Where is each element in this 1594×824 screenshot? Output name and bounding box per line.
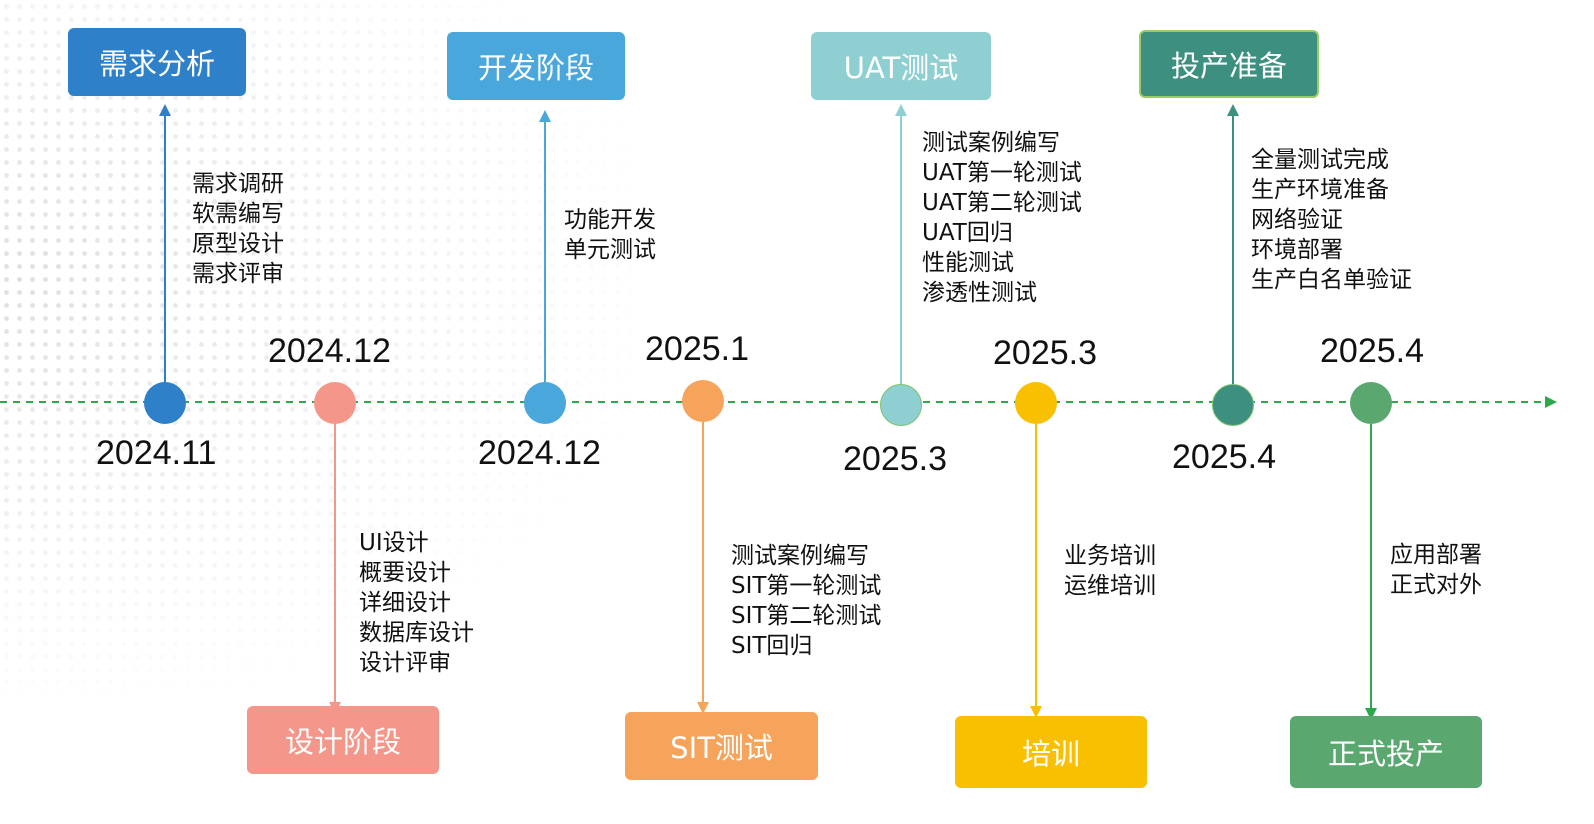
stage-box-req: 需求分析: [68, 28, 246, 96]
task-item: 测试案例编写: [922, 130, 1060, 156]
stage-box-design: 设计阶段: [247, 706, 439, 774]
task-list-req: 需求调研 软需编写 原型设计 需求评审: [192, 169, 284, 289]
task-item: SIT第一轮测试: [731, 573, 882, 599]
arrowhead-prep: [1227, 104, 1239, 116]
stage-box-uat: UAT测试: [811, 32, 991, 100]
task-item: 设计评审: [359, 650, 451, 676]
date-label-train: 2025.3: [993, 334, 1097, 372]
arrowhead-launch: [1365, 708, 1377, 720]
task-item: 软需编写: [192, 201, 284, 227]
task-list-uat: 测试案例编写 UAT第一轮测试 UAT第二轮测试 UAT回归 性能测试 渗透性测…: [922, 128, 1082, 308]
task-item: 全量测试完成: [1251, 147, 1389, 173]
date-label-design: 2024.12: [268, 332, 391, 370]
milestone-dot-prep: [1212, 384, 1254, 426]
stage-box-dev: 开发阶段: [447, 32, 625, 100]
task-item: 性能测试: [922, 250, 1014, 276]
task-item: 原型设计: [192, 231, 284, 257]
task-item: 生产环境准备: [1251, 177, 1389, 203]
date-label-req: 2024.11: [96, 434, 217, 472]
date-label-uat: 2025.3: [843, 440, 947, 478]
task-item: 详细设计: [359, 590, 451, 616]
task-item: UI设计: [359, 530, 429, 556]
task-item: SIT回归: [731, 633, 813, 659]
task-list-sit: 测试案例编写 SIT第一轮测试 SIT第二轮测试 SIT回归: [731, 541, 881, 661]
arrowhead-sit: [697, 702, 709, 714]
task-item: 应用部署: [1390, 542, 1482, 568]
task-list-dev: 功能开发 单元测试: [564, 205, 656, 265]
arrowhead-req: [159, 104, 171, 116]
date-label-launch: 2025.4: [1320, 332, 1424, 370]
task-item: 需求调研: [192, 171, 284, 197]
task-item: SIT第二轮测试: [731, 603, 882, 629]
task-list-launch: 应用部署 正式对外: [1390, 540, 1482, 600]
date-label-sit: 2025.1: [645, 330, 749, 368]
task-item: 渗透性测试: [922, 280, 1037, 306]
task-item: 测试案例编写: [731, 543, 869, 569]
milestone-dot-req: [144, 382, 186, 424]
milestone-dot-uat: [880, 384, 922, 426]
task-item: UAT第一轮测试: [922, 160, 1082, 186]
task-item: 正式对外: [1390, 572, 1482, 598]
task-item: 功能开发: [564, 207, 656, 233]
task-item: 单元测试: [564, 237, 656, 263]
task-item: UAT回归: [922, 220, 1013, 246]
milestone-dot-design: [314, 382, 356, 424]
date-label-prep: 2025.4: [1172, 438, 1276, 476]
milestone-dot-train: [1015, 382, 1057, 424]
task-item: 网络验证: [1251, 207, 1343, 233]
arrowhead-uat: [895, 104, 907, 116]
timeline-axis-arrowhead: [1545, 396, 1557, 408]
task-list-prep: 全量测试完成 生产环境准备 网络验证 环境部署 生产白名单验证: [1251, 145, 1412, 295]
date-label-dev: 2024.12: [478, 434, 601, 472]
milestone-dot-launch: [1350, 382, 1392, 424]
milestone-dot-dev: [524, 382, 566, 424]
stage-box-train: 培训: [955, 716, 1147, 788]
task-item: 生产白名单验证: [1251, 267, 1412, 293]
stage-box-sit: SIT测试: [625, 712, 818, 780]
task-item: 业务培训: [1064, 543, 1156, 569]
milestone-dot-sit: [682, 380, 724, 422]
task-list-train: 业务培训 运维培训: [1064, 541, 1156, 601]
stage-box-prep: 投产准备: [1139, 30, 1319, 98]
task-item: 运维培训: [1064, 573, 1156, 599]
task-list-design: UI设计 概要设计 详细设计 数据库设计 设计评审: [359, 528, 474, 678]
task-item: 需求评审: [192, 261, 284, 287]
arrowhead-dev: [539, 110, 551, 122]
stage-box-launch: 正式投产: [1290, 716, 1482, 788]
task-item: UAT第二轮测试: [922, 190, 1082, 216]
arrowhead-train: [1030, 706, 1042, 718]
task-item: 概要设计: [359, 560, 451, 586]
task-item: 环境部署: [1251, 237, 1343, 263]
task-item: 数据库设计: [359, 620, 474, 646]
